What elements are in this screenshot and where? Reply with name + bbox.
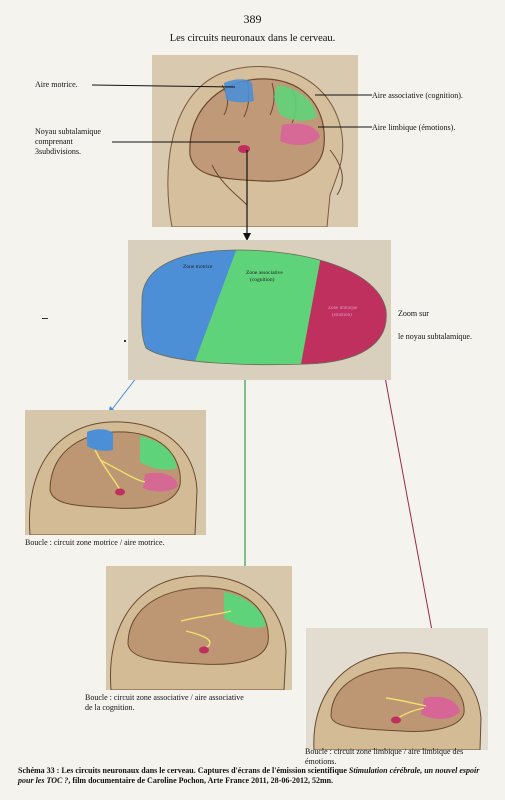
loop-motor-caption: Boucle : circuit zone motrice / aire mot… bbox=[25, 538, 165, 548]
zone-limbic-label-1: Zone limbique bbox=[328, 306, 357, 311]
label-subthalamic-2: comprenant bbox=[35, 137, 73, 147]
loop-motor-drawing bbox=[25, 410, 206, 535]
label-limbic-area: Aire limbique (émotions). bbox=[372, 123, 455, 133]
loop-associative-caption-2: de la cognition. bbox=[85, 703, 135, 713]
zone-associative-label-2: (cognition) bbox=[250, 277, 274, 283]
loop-limbic-illustration bbox=[306, 628, 488, 750]
loop-motor-illustration bbox=[25, 410, 206, 535]
stray-dot bbox=[124, 340, 126, 342]
top-head-illustration bbox=[152, 55, 358, 227]
zoom-note-1: Zoom sur bbox=[398, 309, 429, 319]
zone-motor-label: Zone motrice bbox=[183, 264, 212, 270]
loop-associative-drawing bbox=[106, 566, 292, 690]
stray-mark bbox=[42, 318, 48, 319]
head-drawing bbox=[152, 55, 358, 227]
figure-caption: Schéma 33 : Les circuits neuronaux dans … bbox=[18, 766, 488, 786]
label-subthalamic-3: 3subdivisions. bbox=[35, 147, 81, 157]
zone-limbic-label-2: (émotion) bbox=[332, 313, 352, 318]
zoom-note-2: le noyau subtalamique. bbox=[398, 332, 472, 342]
caption-part-2: , film documentaire de Caroline Pochon, … bbox=[68, 776, 333, 785]
zone-associative-label-1: Zone associative bbox=[246, 270, 283, 276]
page-number: 389 bbox=[0, 12, 505, 27]
zoom-panel: Zone motrice Zone associative (cognition… bbox=[128, 240, 391, 380]
loop-associative-illustration bbox=[106, 566, 292, 690]
loop-associative-caption-1: Boucle : circuit zone associative / aire… bbox=[85, 693, 244, 703]
label-motor-area: Aire motrice. bbox=[35, 80, 78, 90]
label-subthalamic-1: Noyau subtalamique bbox=[35, 127, 101, 137]
loop-limbic-caption-1: Boucle : circuit zone limbique / aire li… bbox=[305, 747, 463, 757]
label-associative-area: Aire associative (cognition). bbox=[372, 91, 463, 101]
caption-part-1: Schéma 33 : Les circuits neuronaux dans … bbox=[18, 766, 349, 775]
page-title: Les circuits neuronaux dans le cerveau. bbox=[0, 33, 505, 44]
loop-limbic-drawing bbox=[306, 628, 488, 750]
